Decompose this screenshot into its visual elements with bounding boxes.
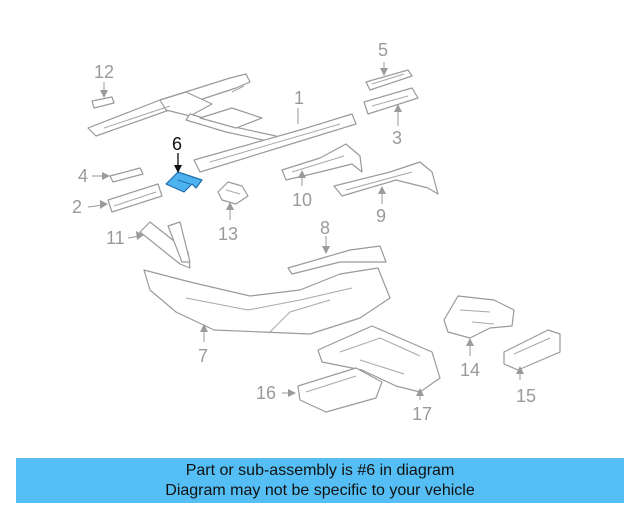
part-14 — [443, 295, 515, 339]
callout-2: 2 — [72, 197, 82, 217]
part-7 — [143, 267, 391, 335]
callout-10: 10 — [292, 190, 312, 210]
banner-line-1: Part or sub-assembly is #6 in diagram — [185, 462, 455, 479]
callout-14: 14 — [460, 360, 480, 380]
callout-6: 6 — [172, 134, 182, 154]
part-6 — [165, 171, 203, 193]
info-banner: Part or sub-assembly is #6 in diagram Di… — [16, 458, 624, 503]
banner-line-2: Diagram may not be specific to your vehi… — [165, 482, 475, 499]
callout-7: 7 — [198, 346, 208, 366]
part-1 — [87, 73, 357, 173]
parts-diagram: 1 2 3 4 5 6 7 8 9 10 11 12 — [72, 40, 561, 424]
part-8 — [287, 245, 387, 275]
callout-16: 16 — [256, 383, 276, 403]
part-16 — [297, 367, 383, 413]
part-4 — [109, 167, 144, 183]
callout-15: 15 — [516, 386, 536, 406]
part-13 — [217, 181, 249, 205]
callout-5: 5 — [378, 40, 388, 60]
callout-8: 8 — [320, 218, 330, 238]
part-5 — [365, 69, 413, 91]
callout-3: 3 — [392, 128, 402, 148]
part-3 — [363, 87, 419, 115]
callout-17: 17 — [412, 404, 432, 424]
part-15 — [503, 329, 561, 371]
callout-4: 4 — [78, 166, 88, 186]
callouts: 1 2 3 4 5 6 7 8 9 10 11 12 — [72, 40, 536, 424]
callout-13: 13 — [218, 224, 238, 244]
callout-11: 11 — [106, 228, 125, 248]
part-9 — [333, 161, 439, 197]
callout-1: 1 — [294, 88, 304, 108]
callout-9: 9 — [376, 206, 386, 226]
part-10 — [281, 143, 363, 181]
part-11 — [139, 221, 191, 269]
part-2 — [107, 183, 163, 213]
callout-12: 12 — [94, 62, 114, 82]
part-12 — [91, 96, 115, 109]
